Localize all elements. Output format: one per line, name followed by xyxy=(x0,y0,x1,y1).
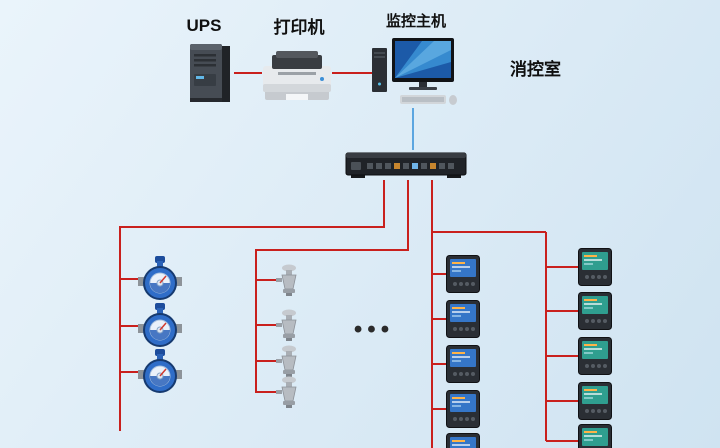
water-meter-icon xyxy=(138,256,182,302)
valve-icon xyxy=(276,376,302,408)
power-meter xyxy=(446,255,480,293)
power-meter xyxy=(578,292,612,330)
power-meter xyxy=(578,424,612,448)
water-meter xyxy=(138,349,182,395)
power-meter xyxy=(446,390,480,428)
water-meter-icon xyxy=(138,349,182,395)
red-links xyxy=(119,72,580,448)
ups-label: UPS xyxy=(186,16,222,35)
valve-icon xyxy=(276,309,302,341)
network-switch-device xyxy=(345,150,467,180)
power-meter xyxy=(446,300,480,338)
power-meter-icon xyxy=(446,433,480,448)
power-meter xyxy=(578,337,612,375)
valve-icon xyxy=(276,264,302,296)
valve-icon xyxy=(276,345,302,377)
valve-sensor xyxy=(276,345,302,377)
power-meter xyxy=(578,248,612,286)
branch-water-meters xyxy=(119,180,385,431)
power-meter-icon xyxy=(578,292,612,330)
water-meter-icon xyxy=(138,303,182,349)
printer-icon xyxy=(262,50,332,104)
power-meter xyxy=(446,345,480,383)
power-meter-icon xyxy=(446,300,480,338)
valve-sensor xyxy=(276,264,302,296)
power-meter-icon xyxy=(446,390,480,428)
power-meter-icon xyxy=(446,345,480,383)
ups-icon xyxy=(186,42,234,104)
branch-valves xyxy=(255,180,409,393)
water-meter xyxy=(138,256,182,302)
control-room-label: 消控室 xyxy=(510,60,561,79)
computer-icon xyxy=(372,38,458,106)
ups-device xyxy=(186,42,234,104)
printer-device xyxy=(262,50,332,104)
monitor-host-label: 监控主机 xyxy=(385,13,446,30)
valve-sensor xyxy=(276,376,302,408)
monitor-host-device xyxy=(372,38,458,106)
power-meter-icon xyxy=(578,424,612,448)
more-devices-ellipsis: ••• xyxy=(353,316,395,343)
printer-label: 打印机 xyxy=(273,18,325,37)
power-meter-icon xyxy=(446,255,480,293)
power-meter xyxy=(446,433,480,448)
power-meter-icon xyxy=(578,382,612,420)
power-meter xyxy=(578,382,612,420)
power-meter-icon xyxy=(578,337,612,375)
water-meter xyxy=(138,303,182,349)
valve-sensor xyxy=(276,309,302,341)
power-meter-icon xyxy=(578,248,612,286)
switch-icon xyxy=(345,150,467,180)
